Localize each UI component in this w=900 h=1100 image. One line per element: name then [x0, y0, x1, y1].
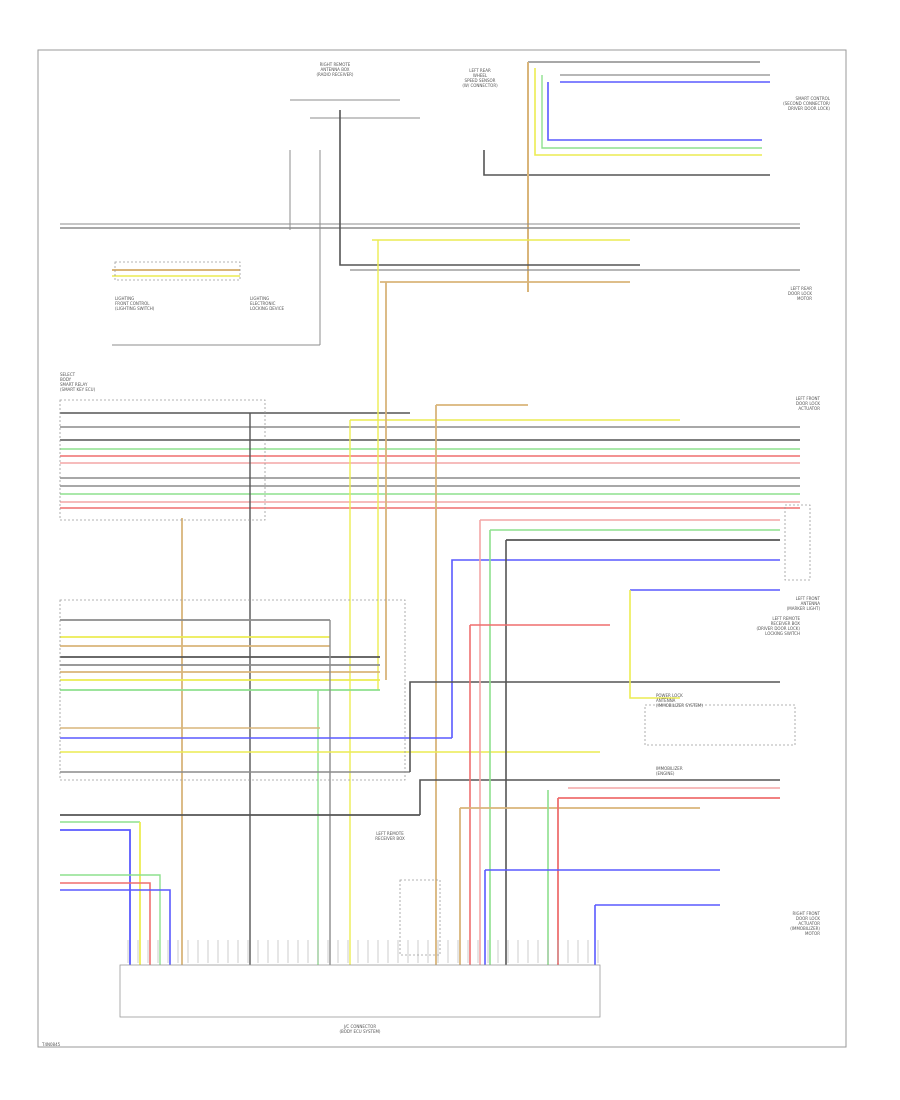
label-jc-connector: J/C CONNECTOR(BODY ECU SYSTEM)	[340, 1024, 381, 1034]
component-label-line: LEFT FRONT	[796, 396, 821, 401]
component-label-line: RIGHT REMOTE	[320, 62, 351, 67]
wire-vert-1	[339, 110, 640, 266]
wire-blue-right	[451, 559, 780, 738]
component-label-line: LIGHTING	[115, 296, 134, 301]
component-label-line: LEFT REAR	[469, 68, 491, 73]
component-label-line: SELECT	[60, 372, 76, 377]
component-label-line: (RADIO RECEIVER)	[316, 72, 353, 77]
label-smart-control: SMART CONTROL(SECOND CONNECTOR/DRIVER DO…	[783, 96, 831, 111]
component-label-line: ANTENNA	[656, 698, 676, 703]
component-label-line: SMART RELAY	[60, 382, 88, 387]
wire-dg-right	[409, 681, 780, 772]
component-label-line: IMMOBILIZER	[656, 766, 683, 771]
component-label-line: DOOR LOCK	[796, 916, 820, 921]
label-immobilizer: IMMOBILIZER(ENGINE)	[656, 766, 683, 776]
component-label-line: LOCKING DEVICE	[250, 306, 285, 311]
wire-sensor-drop	[483, 150, 770, 176]
component-label-line: LEFT REMOTE	[376, 831, 404, 836]
wire-green-bottom	[60, 874, 161, 965]
box-power-lock	[644, 704, 796, 746]
wires-layer	[60, 61, 800, 965]
component-label-line: DOOR LOCK	[796, 401, 820, 406]
diagram-code: T4N0845	[41, 1042, 61, 1047]
wire-blue-bottom-2	[60, 889, 171, 965]
wire-dg-right-2	[419, 779, 780, 815]
component-label-line: ELECTRONIC	[250, 301, 276, 306]
component-label-line: POWER LOCK	[656, 693, 683, 698]
component-label-line: J/C CONNECTOR	[343, 1024, 376, 1029]
component-label-line: RIGHT FRONT	[793, 911, 821, 916]
box-left-connector	[59, 399, 266, 521]
component-label-line: LEFT REAR	[790, 286, 812, 291]
component-label-line: RECEIVER BOX	[375, 836, 405, 841]
component-label-line: ACTUATOR	[798, 921, 820, 926]
component-label-line: LEFT FRONT	[796, 596, 821, 601]
component-label-line: ACTUATOR	[798, 406, 820, 411]
component-label-line: (IMMOBILIZER SYSTEM)	[656, 703, 703, 708]
component-label-line: LIGHTING	[250, 296, 269, 301]
box-jc-connector	[119, 964, 601, 1018]
wire-red-bottom	[60, 882, 151, 965]
component-label-line: DRIVER DOOR LOCK)	[788, 106, 830, 111]
component-label-line: (SECOND CONNECTOR/	[783, 101, 831, 106]
box-mid-connector	[59, 599, 406, 781]
component-label-line: ANTENNA BOX	[321, 67, 350, 72]
component-label-line: LEFT REMOTE	[772, 616, 800, 621]
component-label-line: SPEED SENSOR	[465, 78, 496, 83]
box-marker-light	[784, 504, 811, 581]
component-label-line: (IMMOBILIZER)	[790, 926, 820, 931]
component-boxes	[59, 261, 811, 1018]
component-label-line: (ENGINE)	[656, 771, 675, 776]
diagram-frame	[37, 49, 847, 1048]
component-label-line: ANTENNA	[801, 601, 821, 606]
wire-top-yellow	[534, 68, 762, 156]
component-label-line: WHEEL	[473, 73, 488, 78]
component-label-line: (W/ CONNECTOR)	[462, 83, 498, 88]
wire-yellow-mid	[629, 590, 680, 699]
component-label-line: RECEIVER BOX	[771, 621, 801, 626]
wire-top-green	[541, 75, 762, 149]
component-label-line: (MARKER LIGHT)	[787, 606, 821, 611]
component-label-line: (LIGHTING SWITCH)	[115, 306, 155, 311]
component-label-line: MOTOR	[797, 296, 812, 301]
component-label-line: LOCKING SWITCH	[765, 631, 800, 636]
component-label-line: (SMART KEY ECU)	[60, 387, 96, 392]
wire-top-blue	[547, 82, 762, 141]
component-label-line: (DRIVER DOOR LOCK)	[756, 626, 800, 631]
component-label-line: DOOR LOCK	[788, 291, 812, 296]
component-label-line: SMART CONTROL	[796, 96, 831, 101]
box-left-remote	[399, 879, 441, 956]
component-label-line: FRONT CONTROL	[115, 301, 150, 306]
box-lighting-front	[114, 261, 241, 281]
component-label-line: BODY	[60, 377, 72, 382]
component-label-line: (BODY ECU SYSTEM)	[340, 1029, 381, 1034]
component-label-line: MOTOR	[805, 931, 820, 936]
wire-blue-bottom	[60, 829, 131, 965]
